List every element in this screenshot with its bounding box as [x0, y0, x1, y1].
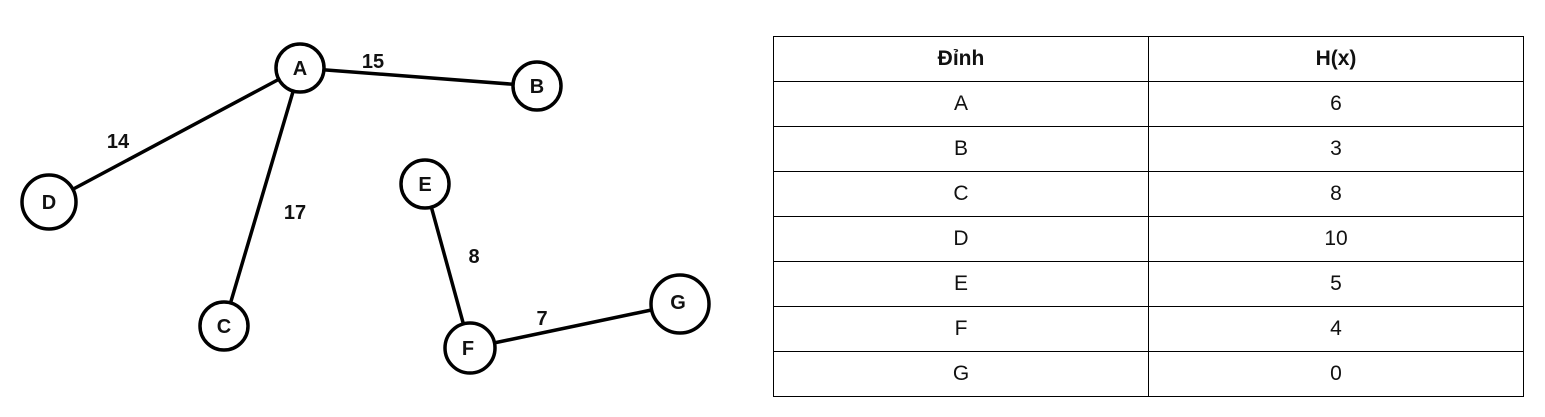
- h-value-cell: 8: [1148, 171, 1524, 217]
- h-value-cell: 6: [1148, 81, 1524, 127]
- edge-F-G: [469, 302, 681, 350]
- edge-A-D: [48, 66, 301, 204]
- node-label-F: F: [462, 338, 474, 360]
- table-row: B 3: [773, 126, 1524, 172]
- edge-weights-layer: 15 14 17 8 7: [107, 51, 548, 330]
- node-B: B: [511, 60, 563, 112]
- node-A: A: [274, 42, 326, 94]
- h-value-cell: 10: [1148, 216, 1524, 262]
- edge-E-F: [423, 183, 472, 349]
- table-row: C 8: [773, 171, 1524, 217]
- h-value-cell: 4: [1148, 306, 1524, 352]
- node-D: D: [20, 173, 78, 231]
- table-row: D 10: [773, 216, 1524, 262]
- heuristic-table: Đỉnh H(x) A 6 B 3 C 8 D 10 E 5 F 4 G: [773, 36, 1524, 397]
- edge-weight-A-C: 17: [284, 202, 306, 224]
- node-F: F: [443, 321, 497, 375]
- vertex-cell: C: [773, 171, 1149, 217]
- node-label-A: A: [293, 58, 307, 80]
- node-C: C: [198, 300, 250, 352]
- h-value-cell: 5: [1148, 261, 1524, 307]
- edges-layer: [48, 66, 681, 350]
- h-value-cell: 3: [1148, 126, 1524, 172]
- node-label-D: D: [42, 192, 56, 214]
- vertex-cell: G: [773, 351, 1149, 397]
- table-row: A 6: [773, 81, 1524, 127]
- h-value-cell: 0: [1148, 351, 1524, 397]
- graph-diagram: 15 14 17 8 7 A B C D E F: [20, 42, 711, 375]
- node-E: E: [399, 158, 451, 210]
- edge-weight-A-D: 14: [107, 131, 130, 153]
- vertex-cell: D: [773, 216, 1149, 262]
- header-h: H(x): [1148, 36, 1524, 82]
- edge-A-B: [299, 66, 537, 88]
- node-label-E: E: [418, 174, 431, 196]
- node-label-C: C: [217, 316, 231, 338]
- edge-weight-F-G: 7: [536, 308, 547, 330]
- node-G: G: [649, 273, 711, 335]
- node-label-G: G: [670, 292, 686, 314]
- table-header-row: Đỉnh H(x): [773, 36, 1524, 82]
- vertex-cell: B: [773, 126, 1149, 172]
- vertex-cell: F: [773, 306, 1149, 352]
- vertex-cell: A: [773, 81, 1149, 127]
- edge-A-C: [222, 67, 302, 326]
- vertex-cell: E: [773, 261, 1149, 307]
- table-row: E 5: [773, 261, 1524, 307]
- node-label-B: B: [530, 76, 544, 98]
- edge-weight-A-B: 15: [362, 51, 384, 73]
- edge-weight-E-F: 8: [468, 246, 479, 268]
- nodes-layer: A B C D E F G: [20, 42, 711, 375]
- table-row: G 0: [773, 351, 1524, 397]
- header-vertex: Đỉnh: [773, 36, 1149, 82]
- table-row: F 4: [773, 306, 1524, 352]
